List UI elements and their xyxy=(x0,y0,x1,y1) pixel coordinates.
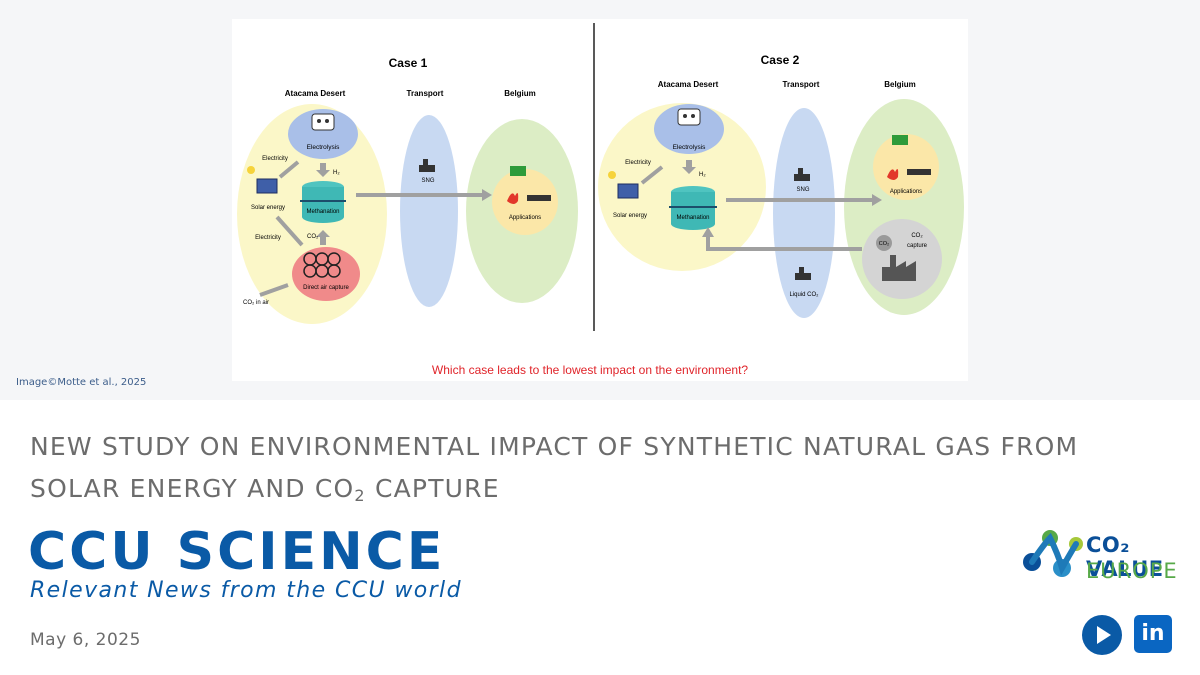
case1-title: Case 1 xyxy=(389,56,428,70)
solar-panel-icon xyxy=(256,178,278,194)
case2-electrolysis-label: Electrolysis xyxy=(673,144,707,151)
electrolyzer-icon xyxy=(677,108,701,126)
case1-sng-label: SNG xyxy=(421,178,434,184)
case2-co2-capture-label-1: CO₂ xyxy=(911,233,923,239)
ship-icon xyxy=(794,174,810,181)
case1-dac-label: Direct air capture xyxy=(303,285,349,291)
case1-electricity-bottom-label: Electricity xyxy=(255,235,281,241)
case2-applications-node xyxy=(873,134,939,200)
case2-title: Case 2 xyxy=(761,53,800,67)
smoke-icon xyxy=(876,235,892,251)
case1-co2-label: CO₂ xyxy=(307,234,319,240)
case2-header-destination: Belgium xyxy=(884,80,916,89)
case2-electricity-arrow xyxy=(640,165,664,185)
image-credit: Image©Motte et al., 2025 xyxy=(16,377,147,388)
case2-co2-capture-label-2: capture xyxy=(907,243,928,249)
cruise-ship-icon xyxy=(527,195,551,201)
solar-panel-icon xyxy=(617,183,639,199)
case1-h2-arrow xyxy=(316,163,330,177)
case2-electrolysis-node xyxy=(654,104,724,154)
case2-header-transport: Transport xyxy=(783,80,820,89)
case1-electrolysis-node xyxy=(288,109,358,159)
figure-question: Which case leads to the lowest impact on… xyxy=(432,363,748,377)
logo-text-line2: EUROPE xyxy=(1086,559,1178,583)
case2-transport-zone xyxy=(773,108,835,318)
case2-header-origin: Atacama Desert xyxy=(658,80,719,89)
case1-header-transport: Transport xyxy=(407,89,444,98)
dac-fan-icon xyxy=(303,252,341,278)
co2-value-europe-logo-icon[interactable] xyxy=(1018,524,1188,588)
ship-icon xyxy=(795,273,811,280)
factory-icon xyxy=(882,255,916,281)
case1-applications-node xyxy=(492,169,558,235)
case2-electricity-label: Electricity xyxy=(625,160,651,166)
brand-title: CCU SCIENCE xyxy=(28,522,446,582)
case1-dac-node xyxy=(292,247,360,301)
play-video-icon[interactable] xyxy=(1082,615,1122,655)
case1-electricity-arrow-bottom xyxy=(275,215,304,247)
linkedin-icon[interactable]: in xyxy=(1134,615,1172,653)
logo-text-line1: CO₂ VALUE xyxy=(1086,533,1164,581)
case1-electrolysis-label: Electrolysis xyxy=(307,144,341,151)
case2-chimney-co2-label: CO₂ xyxy=(879,241,889,247)
case2-solar-label: Solar energy xyxy=(613,213,647,219)
case2-co2-capture-node xyxy=(862,219,942,299)
figure-image: Case 1 Atacama Desert Transport Belgium … xyxy=(232,19,968,381)
sun-icon xyxy=(247,166,255,174)
case1-co2-arrow xyxy=(316,230,330,245)
flame-icon xyxy=(507,192,519,204)
case1-applications-label: Applications xyxy=(509,215,541,221)
case1-co2-air-label: CO₂ in air xyxy=(243,300,269,306)
case2-co2-return-route xyxy=(706,235,862,251)
case1-electricity-top-label: Electricity xyxy=(262,156,288,162)
truck-icon xyxy=(892,135,908,145)
sun-icon xyxy=(608,171,616,179)
article-headline[interactable]: NEW STUDY ON ENVIRONMENTAL IMPACT OF SYN… xyxy=(30,432,1079,505)
truck-icon xyxy=(510,166,526,176)
case1-panel: Case 1 Atacama Desert Transport Belgium … xyxy=(237,56,578,324)
brand-tagline: Relevant News from the CCU world xyxy=(30,578,462,603)
case2-sng-label: SNG xyxy=(796,187,809,193)
case1-electricity-arrow-top xyxy=(278,160,300,179)
ship-icon xyxy=(419,165,435,172)
publish-date: May 6, 2025 xyxy=(30,630,141,650)
case1-air-arrow xyxy=(259,283,289,297)
case1-header-destination: Belgium xyxy=(504,89,536,98)
electrolyzer-icon xyxy=(311,113,335,131)
case1-solar-label: Solar energy xyxy=(251,205,285,211)
case1-methanation-label: Methanation xyxy=(306,209,339,215)
flame-icon xyxy=(887,168,899,180)
case2-liquid-co2-label: Liquid CO₂ xyxy=(789,292,819,298)
case2-applications-label: Applications xyxy=(890,189,922,195)
case2-h2-label: H₂ xyxy=(699,172,706,178)
case1-h2-label: H₂ xyxy=(333,170,340,176)
case1-transport-zone xyxy=(400,115,458,307)
case2-methanation-label: Methanation xyxy=(676,215,709,221)
cruise-ship-icon xyxy=(907,169,931,175)
case1-header-origin: Atacama Desert xyxy=(285,89,346,98)
case2-panel: Case 2 Atacama Desert Transport Belgium … xyxy=(598,53,964,318)
case2-h2-arrow xyxy=(682,160,696,174)
